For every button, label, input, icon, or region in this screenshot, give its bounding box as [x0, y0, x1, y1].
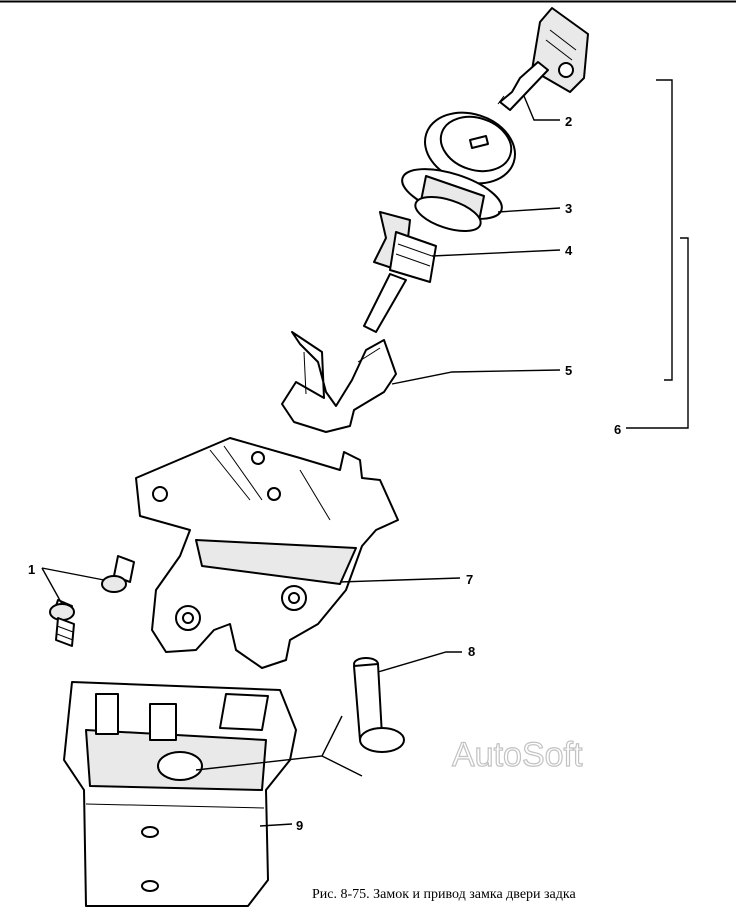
leader-lines [41, 79, 689, 827]
figure-caption: Рис. 8-75. Замок и привод замка двери за… [312, 887, 576, 902]
label-2: 2 [565, 114, 572, 129]
watermark: AutoSoft [452, 736, 583, 774]
label-5: 5 [565, 363, 572, 378]
lock-body-part [135, 437, 399, 669]
label-8: 8 [468, 644, 475, 659]
lever-bracket-part [281, 331, 397, 433]
cylinder-clip-part [363, 211, 437, 333]
lock-cylinder-part [401, 111, 516, 232]
label-1: 1 [28, 562, 35, 577]
label-3: 3 [565, 201, 572, 216]
part-labels: 2 3 4 5 6 7 8 9 1 [28, 114, 621, 833]
housing-part [63, 681, 297, 907]
key-part [497, 7, 589, 111]
label-6: 6 [614, 422, 621, 437]
label-9: 9 [296, 818, 303, 833]
label-7: 7 [466, 572, 473, 587]
screws-part [49, 555, 135, 647]
pin-part [353, 657, 405, 753]
label-4: 4 [565, 243, 573, 258]
